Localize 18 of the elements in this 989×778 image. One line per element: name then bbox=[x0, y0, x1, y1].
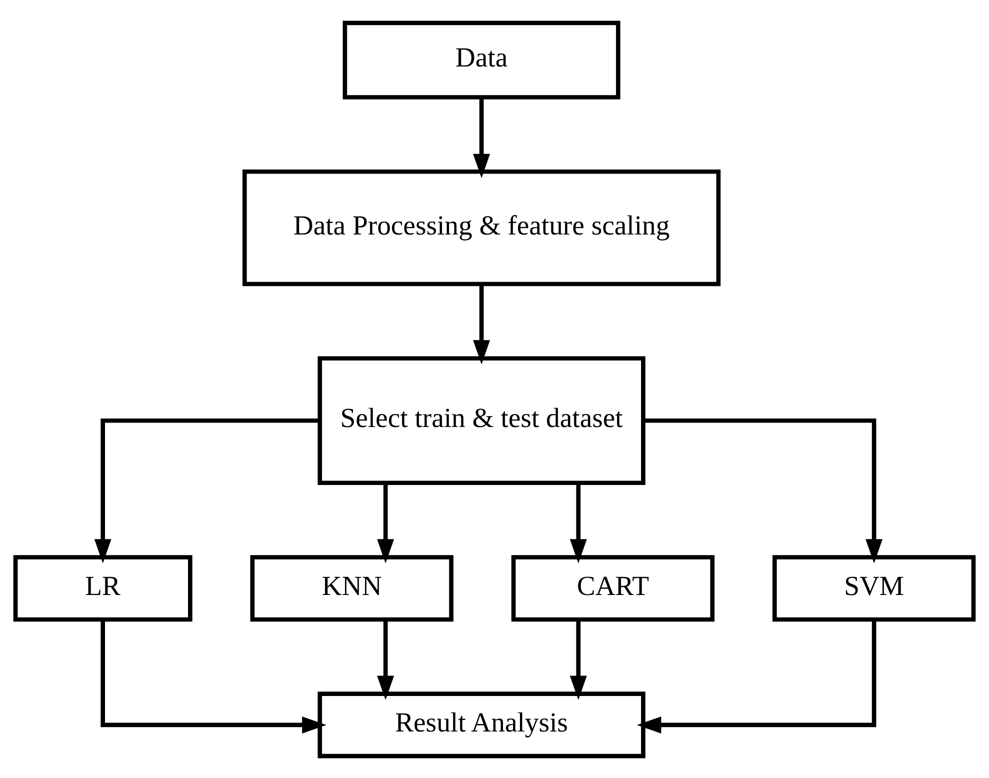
node-box: KNN bbox=[250, 554, 454, 622]
arrow bbox=[570, 620, 587, 700]
arrow bbox=[643, 418, 883, 563]
arrow bbox=[473, 284, 490, 364]
node-box: Data Processing & feature scaling bbox=[242, 168, 721, 286]
node-box: CART bbox=[511, 554, 715, 622]
arrow bbox=[100, 620, 326, 733]
arrow bbox=[377, 620, 394, 700]
arrow bbox=[94, 418, 320, 563]
node-box: Data bbox=[342, 20, 620, 99]
node-box: Result Analysis bbox=[318, 691, 646, 758]
arrow bbox=[570, 482, 587, 563]
arrow bbox=[636, 620, 876, 733]
arrow bbox=[377, 482, 394, 563]
node-box: Select train & test dataset bbox=[318, 356, 646, 485]
node-box: LR bbox=[13, 554, 192, 622]
node-box: SVM bbox=[772, 554, 976, 622]
arrow bbox=[473, 96, 490, 178]
